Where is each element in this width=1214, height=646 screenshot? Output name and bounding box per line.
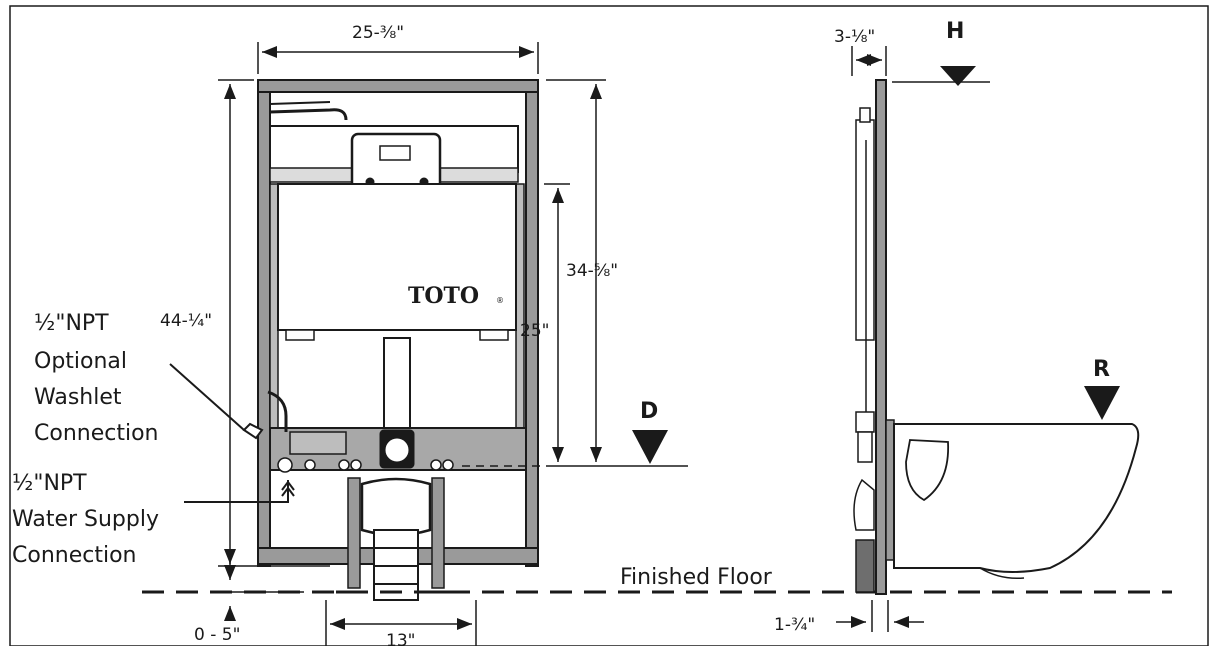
dim-height-upper-label: 34-⅝" <box>566 261 618 281</box>
washlet-callout-line1: ½"NPT <box>34 311 109 336</box>
washlet-callout-line4: Connection <box>34 421 158 446</box>
front-dimensions <box>218 42 688 646</box>
finished-floor-label: Finished Floor <box>620 565 773 590</box>
water-callout-line1: ½"NPT <box>12 471 87 496</box>
marker-r-label: R <box>1093 357 1110 382</box>
water-callout-line2: Water Supply <box>12 507 159 532</box>
dim-width-label: 25-⅜" <box>352 23 404 43</box>
page-border <box>9 5 1209 646</box>
marker-r-triangle <box>1084 386 1120 420</box>
dim-feet-spacing-label: 13" <box>386 631 415 646</box>
washlet-callout-line2: Optional <box>34 349 127 374</box>
water-callout-line3: Connection <box>12 543 136 568</box>
marker-h-triangle <box>940 66 976 86</box>
marker-d-triangle <box>632 430 668 464</box>
dim-floor-offset-label: 0 - 5" <box>194 625 240 645</box>
marker-h-label: H <box>946 19 964 44</box>
front-carrier <box>257 79 539 601</box>
dim-side-bottom-label: 1-¾" <box>774 615 815 635</box>
dim-height-lower-label: 25" <box>520 321 549 341</box>
brand-registered-mark: ® <box>496 296 504 305</box>
side-carrier <box>853 79 1140 595</box>
dim-height-total-label: 44-¼" <box>160 311 212 331</box>
washlet-callout-line3: Washlet <box>34 385 122 410</box>
callout-leaders <box>169 363 295 503</box>
side-dimensions <box>836 46 990 632</box>
marker-d-label: D <box>640 399 658 424</box>
dim-side-depth-label: 3-⅛" <box>834 27 875 47</box>
brand-logo: TOTO <box>408 283 479 309</box>
